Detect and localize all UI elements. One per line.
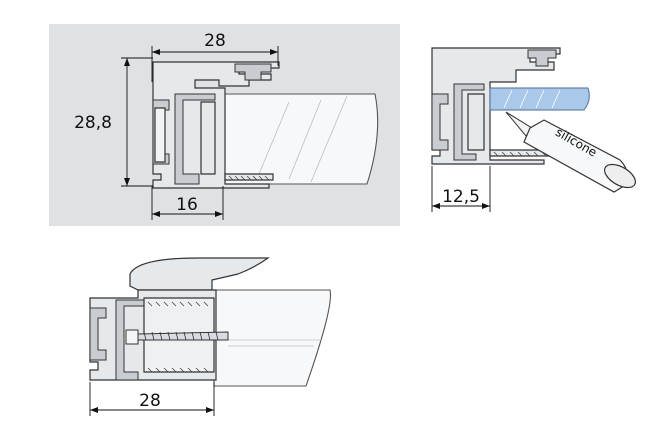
dim-left-label-a: 28,8 [74, 113, 112, 133]
dimension-top-a: 28 [151, 31, 279, 82]
figure-c-drawing: 28 [89, 257, 332, 416]
figure-b-drawing: silicone 12,5 [431, 47, 636, 212]
figure-b-panel: silicone 12,5 [420, 38, 636, 216]
glass-edge-b [489, 87, 590, 111]
glass-panel-c [213, 289, 332, 387]
dim-top-label-a: 28 [204, 31, 226, 51]
profile-b [431, 47, 561, 165]
figure-a-drawing: 28 28,8 16 [74, 31, 379, 220]
dim-bottom-label-b: 12,5 [442, 187, 480, 207]
dimension-left-a: 28,8 [74, 57, 153, 187]
dim-bottom-label-a: 16 [176, 195, 198, 215]
cover-cap-c [129, 257, 270, 291]
dimension-bottom-b: 12,5 [431, 166, 491, 212]
dimension-bottom-a: 16 [151, 186, 224, 220]
screw-c [125, 329, 229, 345]
glass-panel-a [216, 93, 379, 185]
profile-a [152, 61, 280, 189]
dimension-bottom-c: 28 [89, 382, 215, 416]
silicone-tube: silicone [505, 111, 636, 193]
figure-a-panel: 28 28,8 16 [49, 24, 400, 226]
dim-bottom-label-c: 28 [139, 391, 161, 411]
figure-c-panel: 28 [78, 246, 348, 424]
